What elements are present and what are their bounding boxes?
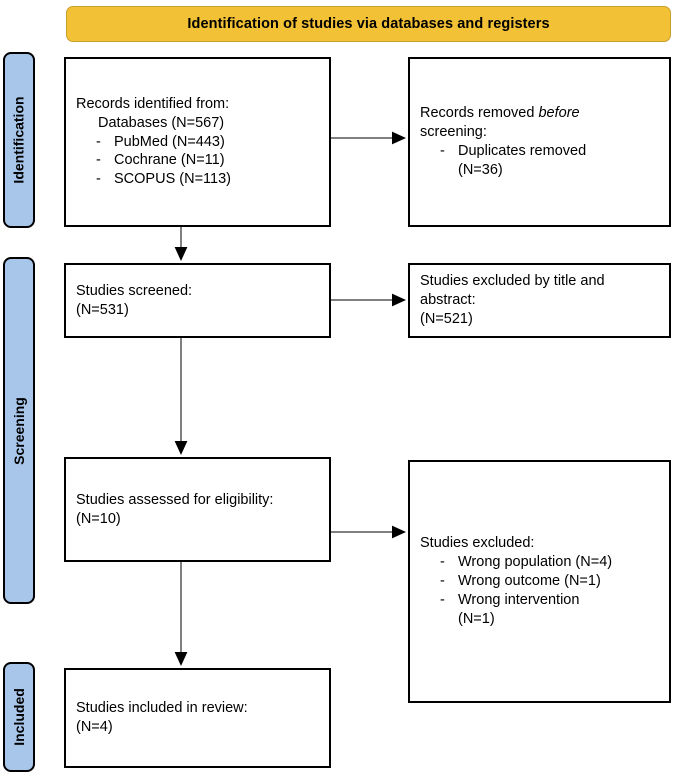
records-identified-item-1: - Cochrane (N=11) (76, 151, 319, 170)
studies-excluded-item-1: - Wrong outcome (N=1) (420, 572, 659, 591)
records-identified-subtitle: Databases (N=567) (98, 114, 225, 131)
records-removed-title-italic: before (538, 105, 580, 122)
studies-excluded-item-0-text: Wrong population (N=4) (458, 554, 613, 571)
box-studies-included: Studies included in review: (N=4) (64, 668, 331, 768)
bullet-dash-icon: - (96, 171, 101, 188)
box-studies-excluded: Studies excluded: - Wrong population (N=… (408, 460, 671, 703)
records-identified-item-2: - SCOPUS (N=113) (76, 170, 319, 189)
box-records-identified: Records identified from: Databases (N=56… (64, 57, 331, 227)
diagram-title: Identification of studies via databases … (187, 16, 550, 32)
box-records-removed: Records removed before screening: - Dupl… (408, 57, 671, 227)
studies-included-count: (N=4) (76, 719, 113, 735)
studies-excluded-item-2: - Wrong intervention (N=1) (420, 591, 659, 629)
studies-excluded-item-1-text: Wrong outcome (N=1) (458, 573, 601, 590)
bullet-dash-icon: - (440, 143, 445, 159)
studies-excluded-ta-title: Studies excluded by title and (420, 273, 605, 290)
records-identified-item-1-text: Cochrane (N=11) (114, 152, 225, 169)
bullet-dash-icon: - (96, 133, 101, 150)
bullet-dash-icon: - (440, 573, 445, 590)
bullet-dash-icon: - (440, 554, 445, 571)
box-studies-excluded-title-abstract: Studies excluded by title and abstract: … (408, 263, 671, 338)
studies-excluded-ta-title2: abstract: (420, 292, 476, 309)
studies-included-title: Studies included in review: (76, 700, 248, 717)
stage-label-identification: Identification (3, 52, 35, 228)
studies-assessed-count: (N=10) (76, 510, 121, 527)
studies-excluded-title: Studies excluded: (420, 535, 535, 552)
studies-screened-count: (N=531) (76, 301, 129, 318)
records-removed-title: Records removed before (420, 104, 659, 123)
studies-excluded-item-2-text: Wrong intervention (N=1) (458, 591, 580, 627)
studies-screened-title: Studies screened: (76, 282, 193, 299)
box-studies-screened: Studies screened: (N=531) (64, 263, 331, 338)
records-identified-item-0: - PubMed (N=443) (76, 133, 319, 152)
stage-label-screening: Screening (3, 257, 35, 604)
records-identified-item-0-text: PubMed (N=443) (114, 133, 225, 150)
records-removed-title-part2: screening: (420, 124, 487, 141)
bullet-dash-icon: - (440, 591, 445, 608)
records-removed-item-0-text: Duplicates removed (N=36) (458, 143, 587, 178)
records-removed-title-part1: Records removed (420, 105, 539, 122)
studies-assessed-title: Studies assessed for eligibility: (76, 491, 274, 508)
records-identified-item-2-text: SCOPUS (N=113) (114, 171, 231, 188)
stage-label-included: Included (3, 662, 35, 772)
diagram-header-banner: Identification of studies via databases … (66, 6, 671, 42)
records-identified-title: Records identified from: (76, 95, 230, 112)
records-removed-item-0: - Duplicates removed (N=36) (420, 142, 659, 180)
box-studies-assessed: Studies assessed for eligibility: (N=10) (64, 457, 331, 562)
studies-excluded-ta-count: (N=521) (420, 310, 473, 327)
bullet-dash-icon: - (96, 152, 101, 169)
studies-excluded-item-0: - Wrong population (N=4) (420, 553, 659, 572)
